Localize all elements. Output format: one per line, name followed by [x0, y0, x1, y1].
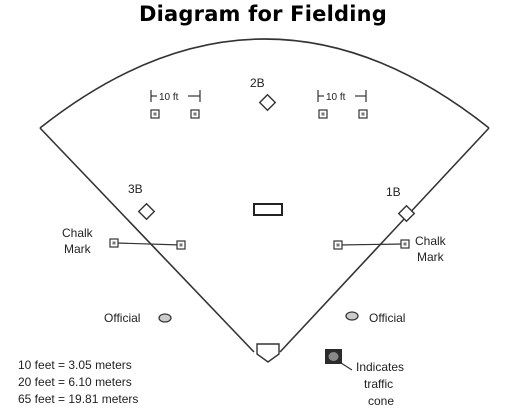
outfield-marker	[190, 109, 200, 119]
left-distance-label: 10 ft	[159, 92, 179, 103]
right-chalk-label-line1: Chalk	[415, 234, 447, 248]
first-base	[397, 204, 416, 223]
outfield-marker	[150, 109, 160, 119]
left-chalk-mark	[109, 238, 186, 250]
traffic-cone-legend-line2: traffic	[364, 377, 393, 391]
right-chalk-mark	[333, 239, 410, 250]
right-official-label: Official	[369, 311, 405, 325]
left-chalk-label-line1: Chalk	[62, 226, 94, 240]
pitchers-rubber	[253, 203, 283, 216]
right-chalk-label-line2: Mark	[417, 250, 445, 264]
left-foul-line	[39, 127, 255, 353]
right-official-marker	[345, 311, 359, 321]
first-base-label: 1B	[386, 185, 401, 199]
diagram-title: Diagram for Fielding	[139, 2, 387, 26]
left-chalk-label-line2: Mark	[64, 242, 92, 256]
traffic-cone-pointer	[340, 362, 353, 371]
third-base-label: 3B	[128, 182, 143, 196]
second-base	[258, 93, 277, 112]
conversion-line-1: 10 feet = 3.05 meters	[18, 358, 132, 372]
left-official-marker	[158, 313, 172, 323]
conversion-line-3: 65 feet = 19.81 meters	[18, 392, 139, 406]
outfield-arc	[39, 38, 490, 129]
right-foul-line	[279, 127, 490, 353]
second-base-label: 2B	[250, 76, 265, 90]
conversion-line-2: 20 feet = 6.10 meters	[18, 375, 132, 389]
home-plate	[256, 343, 280, 363]
right-distance-label: 10 ft	[326, 92, 346, 103]
left-distance-marker: 10 ft	[150, 90, 201, 103]
traffic-cone-icon	[325, 349, 342, 364]
third-base	[137, 202, 156, 221]
outfield-marker	[318, 109, 328, 119]
outfield-markers	[150, 109, 368, 119]
left-official-label: Official	[104, 311, 140, 325]
traffic-cone-legend-line1: Indicates	[356, 360, 404, 374]
traffic-cone-legend-line3: cone	[368, 394, 394, 408]
outfield-marker	[358, 109, 368, 119]
right-distance-marker: 10 ft	[317, 90, 367, 103]
